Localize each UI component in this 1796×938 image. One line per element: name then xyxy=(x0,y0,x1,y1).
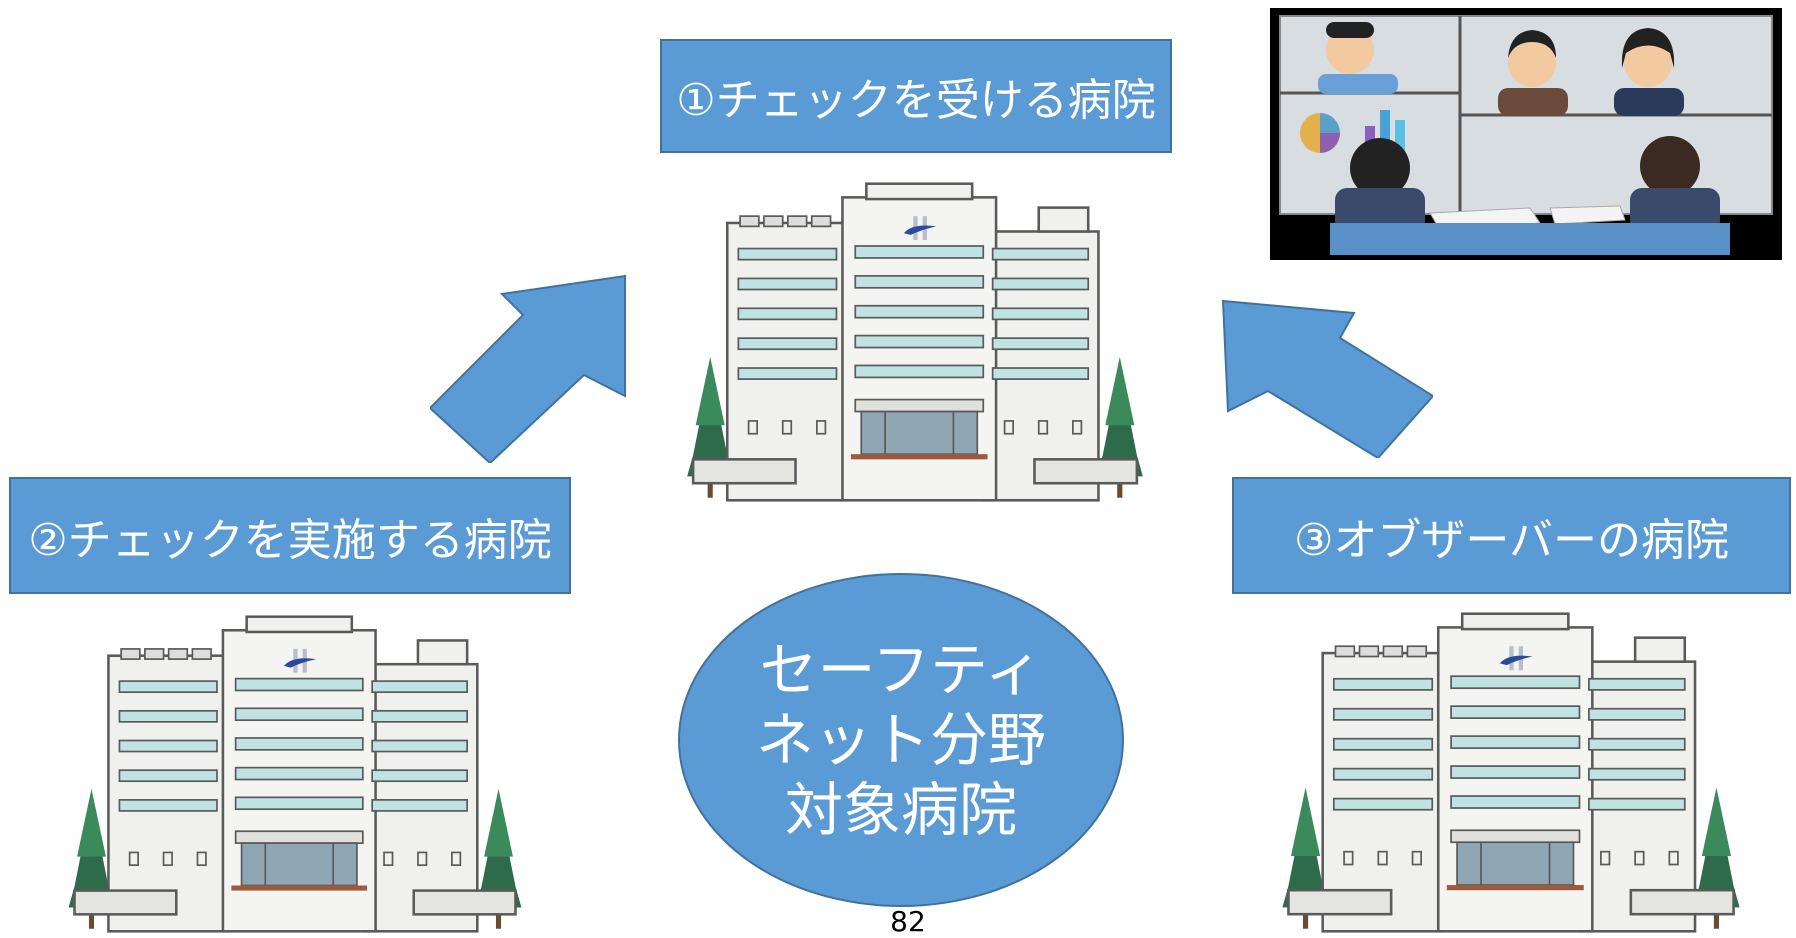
video-meeting-illustration xyxy=(1270,8,1782,260)
ellipse-line-2: ネット分野 xyxy=(755,706,1046,774)
ellipse-line-1: セーフティ xyxy=(759,636,1043,704)
arrow-up-left xyxy=(1221,299,1433,458)
hospital-building-icon xyxy=(1281,612,1741,933)
label-checking-hospital: ②チェックを実施する病院 xyxy=(9,477,571,594)
label-checked-hospital: ①チェックを受ける病院 xyxy=(660,39,1172,153)
page-number: 82 xyxy=(890,905,926,938)
target-hospital-ellipse: セーフティ ネット分野 対象病院 xyxy=(678,573,1124,907)
label-observer-hospital: ③オブザーバーの病院 xyxy=(1232,477,1791,594)
ellipse-line-3: 対象病院 xyxy=(784,776,1017,844)
hospital-building-icon xyxy=(67,615,523,933)
arrow-up-right xyxy=(430,274,626,463)
hospital-building-icon xyxy=(685,182,1145,502)
